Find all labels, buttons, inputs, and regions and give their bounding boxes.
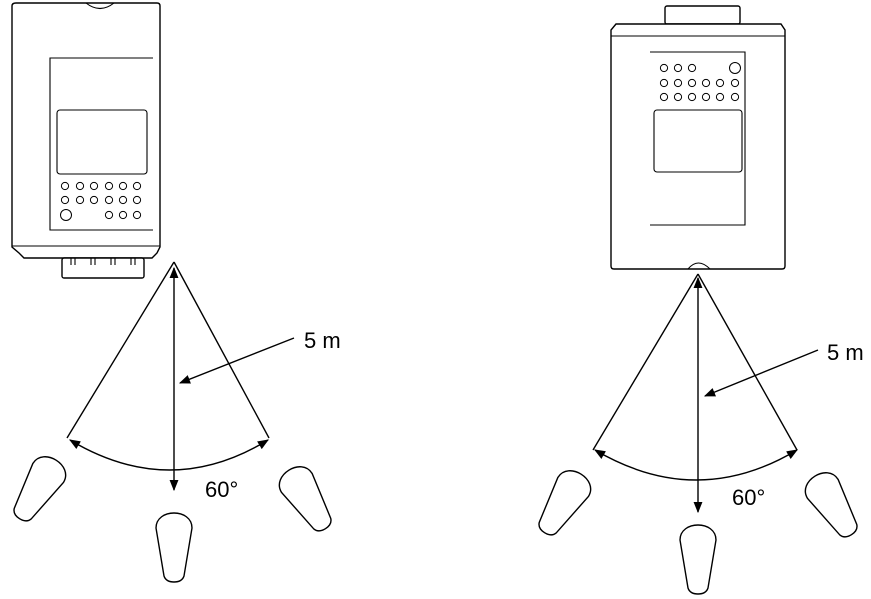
right-remote-center — [679, 524, 717, 595]
left-range-line-left — [66, 261, 175, 439]
left-remote-left — [13, 456, 67, 522]
right-diagram: 5 m 60° — [538, 5, 864, 595]
right-remote-left — [538, 470, 592, 536]
right-range-line-left — [592, 273, 699, 451]
right-device-holes — [659, 62, 741, 102]
left-remote-right — [278, 466, 332, 532]
left-angle-label: 60° — [205, 477, 238, 502]
left-angle-arc — [69, 439, 269, 471]
left-range-line-right — [173, 261, 270, 439]
left-remote-center — [155, 512, 193, 583]
right-distance-label: 5 m — [827, 340, 864, 365]
right-range-line-right — [697, 273, 798, 451]
right-angle-arc — [594, 449, 798, 481]
right-remote-right — [804, 472, 858, 538]
left-diagram: 5 m 60° — [11, 2, 341, 583]
left-device-holes — [60, 181, 142, 221]
left-label-leader — [178, 337, 295, 384]
right-device — [610, 5, 786, 270]
left-distance-label: 5 m — [304, 328, 341, 353]
left-device — [11, 2, 161, 279]
right-label-leader — [703, 349, 819, 397]
right-angle-label: 60° — [732, 485, 765, 510]
